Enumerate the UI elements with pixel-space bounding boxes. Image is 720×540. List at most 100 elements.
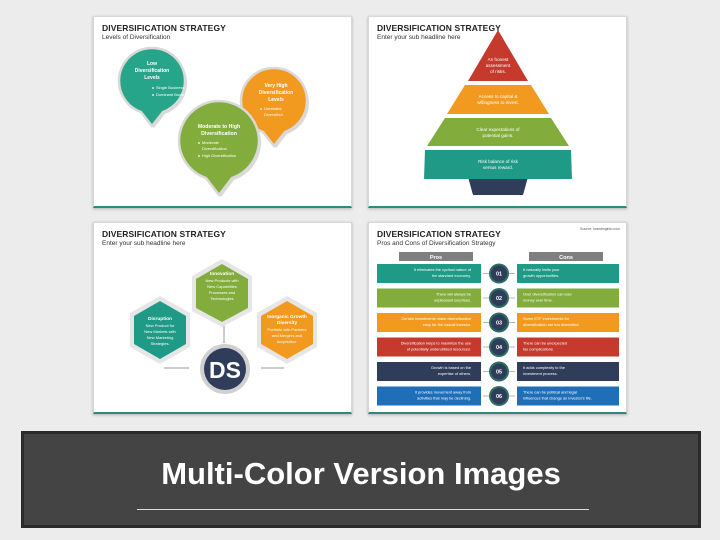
tier-2-line-2: willingness to invest.: [477, 100, 519, 105]
tier-1-line-3: of risks.: [490, 69, 506, 74]
con-box: [517, 313, 619, 332]
pro-box: [377, 313, 481, 332]
tier-3-line-1: Clear expectations of: [476, 127, 520, 132]
row-number: 06: [496, 394, 502, 400]
pin-moderate-high-diversification: Moderate to High Diversification Moderat…: [177, 99, 261, 198]
banner-title: Multi-Color Version Images: [161, 456, 561, 491]
banner-underline: [137, 509, 589, 510]
number-disc: [491, 314, 507, 331]
con-text-line: It naturally limits your: [523, 267, 560, 272]
pro-text-line: expertise of others.: [438, 371, 471, 376]
con-text-line: diversification are too diversified.: [523, 322, 579, 327]
pin-very-high-diversification: Very High Diversification Levels Unrelat…: [239, 66, 309, 149]
pro-text-line: There will always be: [436, 292, 471, 297]
pro-text-line: Certain investments make diversification: [401, 316, 471, 321]
pin-2-title-1: Very High: [264, 83, 287, 89]
hex-disruption-line-4: Strategies.: [150, 341, 169, 346]
pro-box: [377, 288, 481, 308]
pro-text-line: activities that may be declining.: [417, 396, 471, 401]
pros-cons-rows: 01 It eliminates the cyclical nature ofth…: [377, 263, 619, 406]
tier-2-line-1: Access to capital &: [479, 94, 518, 99]
pin-3-title-2: Diversification: [201, 131, 237, 137]
pin-1-title-1: Low: [147, 61, 157, 67]
hex-innovation-line-2: New Capabilities: [207, 284, 237, 289]
tier-4-line-1: Risk balance of risk: [478, 159, 519, 164]
hex-innovation-line-4: Technologies: [210, 296, 233, 301]
pin-low-diversification: Low Diversification Levels Single Busine…: [117, 46, 190, 129]
slide-pyramid[interactable]: DIVERSIFICATION STRATEGY Enter your sub …: [368, 16, 627, 208]
slide-pros-cons[interactable]: DIVERSIFICATION STRATEGY Pros and Cons o…: [368, 222, 627, 414]
pin-2-bullet-1: Unrelated-: [264, 106, 283, 111]
number-disc: [491, 339, 507, 355]
pros-cons-diagram: Pros Cons 01 It eliminates the cyclical n…: [377, 252, 619, 406]
hex-disruption-line-1: New Product for: [146, 323, 175, 328]
pin-1-bullet-2: Dominant Business: [156, 92, 190, 97]
hex-disruption-line-2: New Markets with: [144, 329, 176, 334]
hex-disruption-line-3: New Marketing: [147, 335, 174, 340]
number-disc: [491, 363, 507, 380]
slide-title: DIVERSIFICATION STRATEGY: [102, 229, 226, 239]
slide-hexagons[interactable]: DIVERSIFICATION STRATEGY Enter your sub …: [93, 222, 352, 414]
pin-1-title-2: Diversification: [135, 68, 169, 74]
pro-text-line: It provides movement away from: [415, 390, 471, 395]
pros-header: Pros: [430, 255, 442, 261]
pin-3-bullet-3: High Diversification: [202, 153, 236, 158]
pyramid-diagram: An honest assessment of risks. Access to…: [424, 30, 572, 195]
slide-subtitle: Enter your sub headline here: [102, 240, 186, 247]
hex-inorganic-line-1: Portfolio with Partners: [267, 327, 306, 332]
hex-inorganic-title: Inorganic Growth: [267, 314, 307, 320]
con-text-line: money over time.: [523, 298, 553, 303]
con-text-line: There can be political and legal: [523, 390, 577, 395]
slide-levels-of-diversification[interactable]: DIVERSIFICATION STRATEGY Levels of Diver…: [93, 16, 352, 208]
row-number: 03: [496, 321, 502, 327]
slide-source: Source: brandinginfo.com: [580, 227, 620, 231]
pro-text-line: easy for the casual investor.: [423, 322, 471, 327]
pro-box: [377, 264, 481, 283]
con-text-line: It adds complexity to the: [523, 365, 565, 370]
hex-disruption: Disruption New Product for New Markets w…: [130, 296, 190, 364]
pro-text-line: unpleasant surprises.: [434, 298, 471, 303]
row-number: 01: [496, 272, 502, 278]
hex-inorganic-line-3: Acquisition.: [277, 339, 297, 344]
pin-2-title-3: Levels: [268, 97, 284, 103]
number-disc: [491, 265, 507, 282]
pyramid-tier-2: [447, 85, 549, 114]
pro-text-line: Diversification helps to maximize the us…: [401, 341, 471, 346]
cons-header: Cons: [559, 255, 573, 261]
hex-innovation-line-3: Processes and: [209, 290, 235, 295]
hex-innovation-title: Innovation: [210, 271, 234, 277]
hex-disruption-title: Disruption: [148, 316, 172, 322]
number-disc: [491, 388, 507, 404]
slide-subtitle: Levels of Diversification: [102, 34, 171, 41]
con-text-line: There can be unexpected: [523, 341, 567, 346]
row-number: 04: [496, 345, 503, 351]
hex-inorganic-title-2: Diversity: [277, 320, 298, 326]
hex-inorganic-growth: Inorganic Growth Diversity Portfolio wit…: [257, 296, 317, 364]
slide-subtitle: Pros and Cons of Diversification Strateg…: [377, 240, 496, 247]
tier-3-line-2: potential gains.: [483, 133, 514, 138]
pro-text-line: Growth is based on the: [431, 365, 471, 370]
cons-header-bg: [529, 252, 603, 261]
row-number: 02: [496, 296, 502, 302]
con-box: [517, 362, 619, 381]
center-ds-label: DS: [209, 357, 241, 383]
con-text-line: Some ETF investments for: [523, 316, 570, 321]
tier-4-line-2: versus reward.: [483, 165, 513, 170]
con-text-line: investment process.: [523, 371, 558, 376]
pro-box: [377, 386, 481, 406]
pros-header-bg: [399, 252, 473, 261]
pro-text-line: of potentially underutilized resources.: [407, 347, 471, 352]
banner: Multi-Color Version Images: [21, 431, 701, 528]
con-text-line: tax complications.: [523, 347, 554, 352]
number-disc: [491, 290, 507, 306]
con-text-line: influences that change an investor's lif…: [523, 396, 592, 401]
pro-text-line: It eliminates the cyclical nature of: [414, 267, 472, 272]
pin-2-bullet-2: Diversified: [264, 112, 283, 117]
pro-text-line: the standard economy.: [432, 273, 471, 278]
con-box: [517, 337, 619, 357]
con-text-line: growth opportunities.: [523, 273, 559, 278]
pyramid-tier-1: [468, 30, 528, 81]
pyramid-tier-3: [427, 118, 569, 146]
slide-subtitle: Enter your sub headline here: [377, 34, 461, 41]
tier-1-line-2: assessment: [486, 63, 511, 68]
